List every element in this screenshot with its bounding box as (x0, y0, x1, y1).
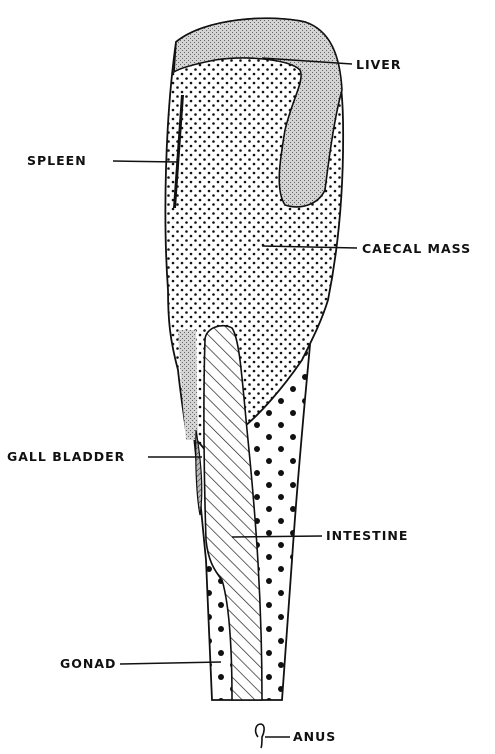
liver-label: LIVER (356, 58, 401, 72)
spleen-leader (113, 161, 178, 162)
anus-symbol (256, 724, 265, 748)
caecal-mass-label: CAECAL MASS (362, 242, 471, 256)
gonad-label: GONAD (60, 657, 116, 671)
anus-label: ANUS (293, 730, 336, 744)
gall-bladder-label: GALL BLADDER (7, 450, 125, 464)
intestine-label: INTESTINE (326, 529, 408, 543)
spleen-label: SPLEEN (27, 154, 87, 168)
intestine-leader (232, 536, 322, 537)
gonad-leader (120, 662, 221, 664)
